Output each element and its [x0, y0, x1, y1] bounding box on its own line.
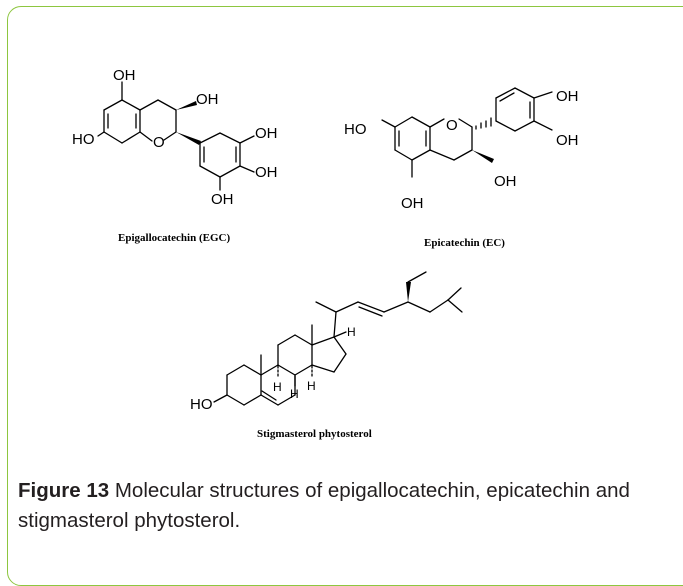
- figure-caption: Figure 13 Molecular structures of epigal…: [18, 476, 658, 536]
- stig-h-c17: H: [347, 325, 356, 339]
- ec-oh-r1: OH: [556, 88, 579, 105]
- egc-oh-top: OH: [113, 67, 136, 84]
- ec-name-label: Epicatechin (EC): [424, 237, 505, 249]
- egc-oh-r2: OH: [255, 164, 278, 181]
- ec-oh-bottom: OH: [401, 195, 424, 212]
- caption-label: Figure 13: [18, 479, 110, 502]
- stigmasterol-structure: [213, 271, 463, 406]
- stig-h-c9: H: [273, 380, 282, 394]
- egc-ring-oxygen: O: [153, 134, 165, 151]
- egc-structure: [97, 81, 255, 191]
- egc-oh-r1: OH: [255, 125, 278, 142]
- egc-ho-left: HO: [72, 131, 95, 148]
- stig-h-c14: H: [307, 379, 316, 393]
- caption-text: Molecular structures of epigallocatechin…: [18, 479, 630, 532]
- ec-oh-r2: OH: [556, 132, 579, 149]
- stigmasterol-name-label: Stigmasterol phytosterol: [257, 428, 372, 440]
- ec-ho-left: HO: [344, 121, 367, 138]
- ec-ring-oxygen: O: [446, 117, 458, 134]
- egc-oh-r3: OH: [211, 191, 234, 208]
- ec-oh-c3: OH: [494, 173, 517, 190]
- stig-ho: HO: [190, 396, 213, 413]
- egc-oh-c3: OH: [196, 91, 219, 108]
- ec-structure: [381, 87, 553, 178]
- stig-h-c8: H: [290, 387, 299, 401]
- egc-name-label: Epigallocatechin (EGC): [118, 232, 231, 244]
- molecular-structures-diagram: OH OH HO O OH OH OH: [72, 67, 579, 413]
